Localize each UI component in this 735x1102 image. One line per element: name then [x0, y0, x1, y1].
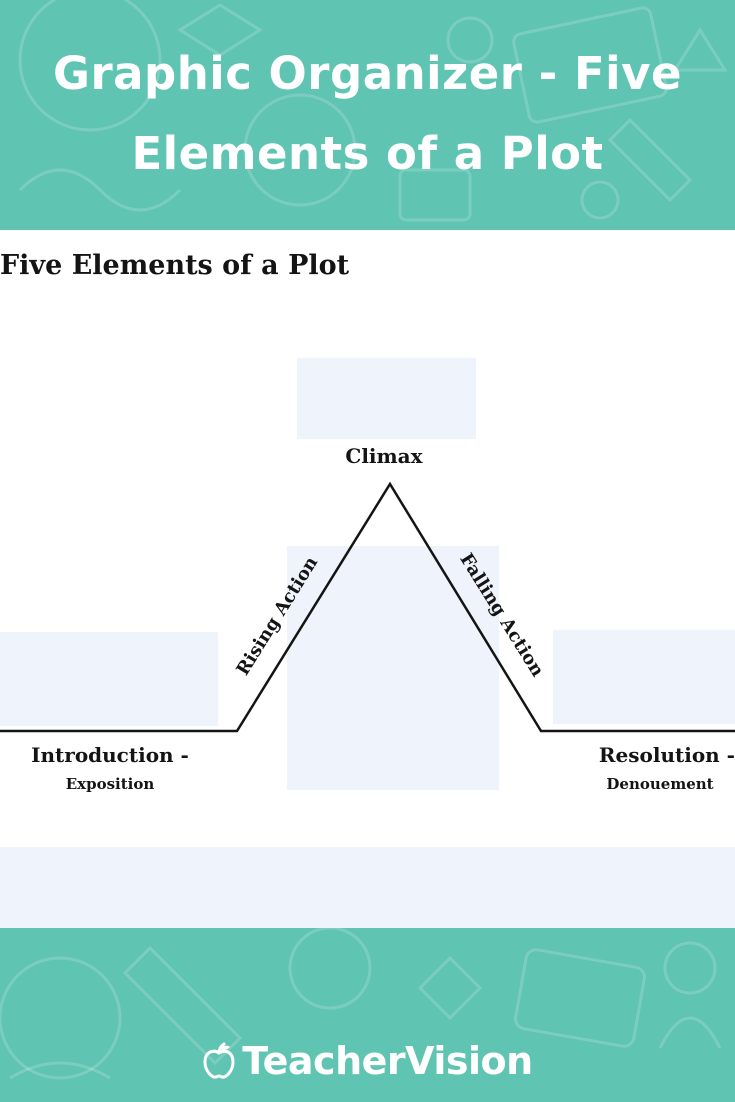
introduction-label: Introduction - — [31, 743, 189, 767]
apple-icon — [203, 1042, 235, 1079]
worksheet-title: Five Elements of a Plot — [0, 250, 350, 281]
exposition-label: Exposition — [66, 775, 155, 793]
resolution-answer-box — [553, 630, 735, 724]
page-title-line-2: Elements of a Plot — [131, 127, 604, 180]
center-answer-box — [287, 546, 499, 790]
resolution-label: Resolution - — [599, 743, 735, 767]
climax-label: Climax — [345, 444, 423, 468]
introduction-answer-box — [0, 632, 218, 726]
plot-line — [0, 481, 735, 733]
brand-logo[interactable]: TeacherVision — [0, 1036, 735, 1086]
decorative-doodles — [0, 928, 722, 1080]
denouement-label: Denouement — [606, 775, 713, 793]
page-title-line-1: Graphic Organizer - Five — [53, 47, 682, 100]
brand-name: TeacherVision — [242, 1039, 533, 1083]
bottom-answer-box — [0, 847, 735, 928]
climax-answer-box — [297, 358, 476, 439]
footer-banner — [0, 928, 735, 1102]
header-banner: Graphic Organizer - Five Elements of a P… — [0, 0, 735, 230]
worksheet-preview: Five Elements of a Plot Climax Rising Ac… — [0, 230, 735, 928]
decorative-doodles — [18, 0, 728, 222]
plot-diagram: Climax Rising Action Falling Action Intr… — [0, 444, 735, 793]
